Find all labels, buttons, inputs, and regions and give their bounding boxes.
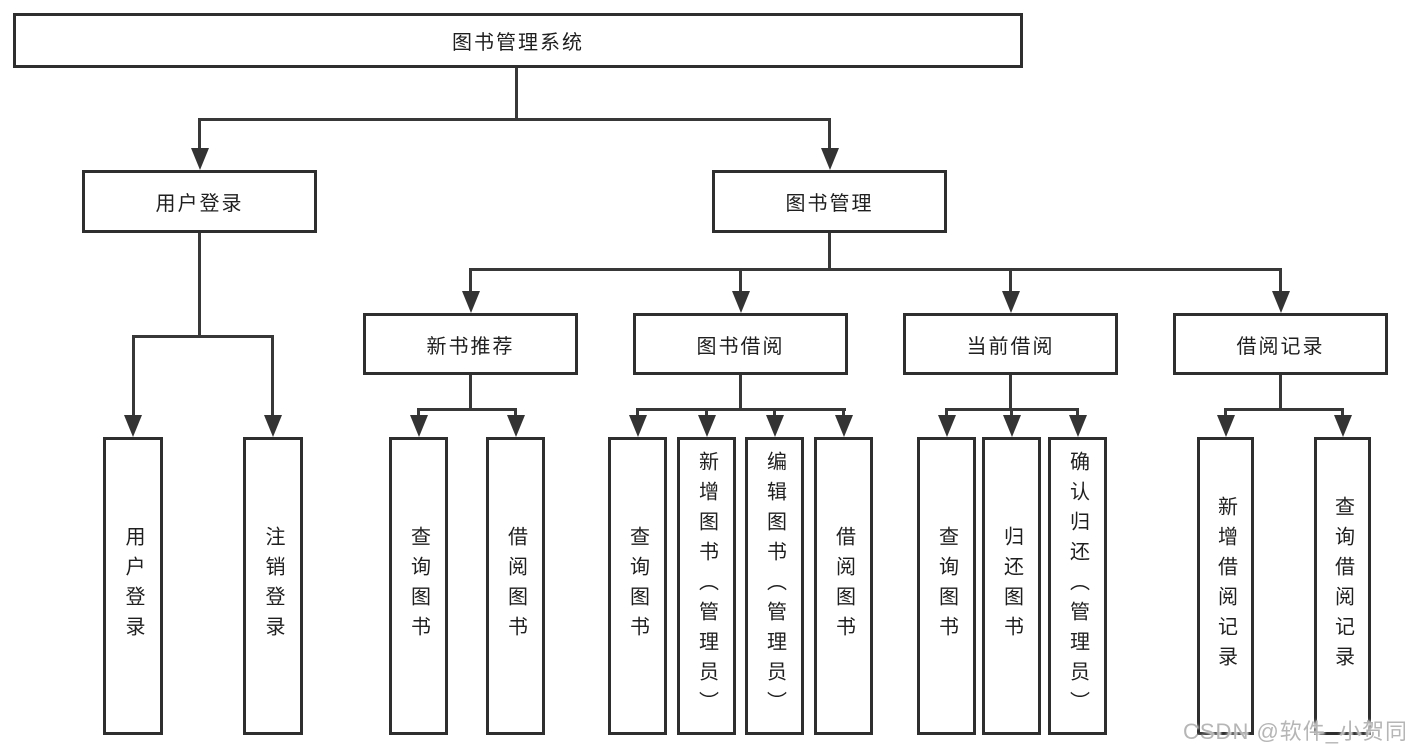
node-label: 用户登录 (155, 193, 244, 215)
node-label: 图书借阅 (696, 335, 785, 358)
connector-line (271, 335, 274, 417)
node-label: 图书管理系统 (452, 32, 584, 54)
leaf-add-book-admin: 新增图书（管理员） (677, 437, 736, 735)
leaf-query-books-recommend: 查询图书 (389, 437, 448, 735)
arrowhead-down-icon (1069, 415, 1087, 437)
connector-line (739, 375, 742, 410)
arrowhead-down-icon (732, 291, 750, 313)
node-label: 查询图书 (935, 526, 958, 646)
connector-line (417, 408, 420, 417)
node-label: 图书管理 (785, 193, 874, 215)
arrowhead-down-icon (1217, 415, 1235, 437)
node-label: 查询图书 (626, 526, 649, 646)
arrowhead-down-icon (264, 415, 282, 437)
arrowhead-down-icon (462, 291, 480, 313)
arrowhead-down-icon (1272, 291, 1290, 313)
leaf-borrow-books: 借阅图书 (814, 437, 873, 735)
node-label: 借阅图书 (832, 526, 855, 646)
node-label: 归还图书 (1000, 526, 1023, 646)
leaf-user-login: 用户登录 (103, 437, 163, 735)
arrowhead-down-icon (1002, 291, 1020, 313)
node-book-borrowing: 图书借阅 (633, 313, 848, 375)
connector-line (1279, 268, 1282, 295)
connector-line (1224, 408, 1227, 417)
connector-line (515, 68, 518, 120)
connector-line (945, 408, 948, 417)
node-label: 新书推荐 (426, 335, 515, 358)
node-label: 用户登录 (122, 526, 144, 646)
node-label: 确认归还（管理员） (1066, 451, 1089, 721)
connector-line (198, 118, 201, 152)
node-label: 查询图书 (407, 526, 430, 646)
leaf-borrow-books-recommend: 借阅图书 (486, 437, 545, 735)
connector-line (1009, 375, 1012, 410)
node-label: 编辑图书（管理员） (763, 451, 786, 721)
leaf-add-borrow-record: 新增借阅记录 (1197, 437, 1254, 735)
node-label: 当前借阅 (966, 335, 1055, 358)
node-label: 新增借阅记录 (1214, 496, 1237, 676)
arrowhead-down-icon (821, 148, 839, 170)
node-label: 注销登录 (262, 526, 284, 646)
leaf-confirm-return-admin: 确认归还（管理员） (1048, 437, 1107, 735)
node-borrowing-records: 借阅记录 (1173, 313, 1388, 375)
connector-line (828, 233, 831, 270)
arrowhead-down-icon (629, 415, 647, 437)
connector-line (1224, 408, 1344, 411)
connector-line (132, 335, 135, 417)
csdn-watermark: CSDN @软件_小贺同学 (1183, 719, 1405, 744)
connector-line (1010, 408, 1013, 417)
connector-line (1279, 375, 1282, 410)
connector-line (417, 408, 517, 411)
connector-line (514, 408, 517, 417)
leaf-edit-book-admin: 编辑图书（管理员） (745, 437, 804, 735)
connector-line (469, 375, 472, 410)
arrowhead-down-icon (835, 415, 853, 437)
leaf-logout: 注销登录 (243, 437, 303, 735)
leaf-return-books: 归还图书 (982, 437, 1041, 735)
connector-line (705, 408, 708, 417)
arrowhead-down-icon (191, 148, 209, 170)
connector-line (636, 408, 639, 417)
connector-line (842, 408, 845, 417)
node-current-borrowing: 当前借阅 (903, 313, 1118, 375)
node-user-login: 用户登录 (82, 170, 317, 233)
connector-line (132, 335, 274, 338)
arrowhead-down-icon (766, 415, 784, 437)
arrowhead-down-icon (1003, 415, 1021, 437)
leaf-query-books-current: 查询图书 (917, 437, 976, 735)
node-new-book-recommend: 新书推荐 (363, 313, 578, 375)
node-root-library-system: 图书管理系统 (13, 13, 1023, 68)
arrowhead-down-icon (410, 415, 428, 437)
connector-line (739, 268, 742, 295)
connector-line (469, 268, 1282, 271)
arrowhead-down-icon (1334, 415, 1352, 437)
connector-line (1009, 268, 1012, 295)
connector-line (1341, 408, 1344, 417)
leaf-query-books-borrowing: 查询图书 (608, 437, 667, 735)
arrowhead-down-icon (698, 415, 716, 437)
arrowhead-down-icon (938, 415, 956, 437)
connector-line (198, 233, 201, 337)
connector-line (828, 118, 831, 152)
arrowhead-down-icon (507, 415, 525, 437)
connector-line (1076, 408, 1079, 417)
node-label: 借阅记录 (1236, 335, 1325, 358)
connector-line (636, 408, 846, 411)
connector-line (198, 118, 831, 121)
connector-line (773, 408, 776, 417)
node-book-management: 图书管理 (712, 170, 947, 233)
leaf-query-borrow-record: 查询借阅记录 (1314, 437, 1371, 735)
node-label: 查询借阅记录 (1331, 496, 1354, 676)
node-label: 借阅图书 (504, 526, 527, 646)
node-label: 新增图书（管理员） (695, 451, 718, 721)
arrowhead-down-icon (124, 415, 142, 437)
connector-line (469, 268, 472, 295)
